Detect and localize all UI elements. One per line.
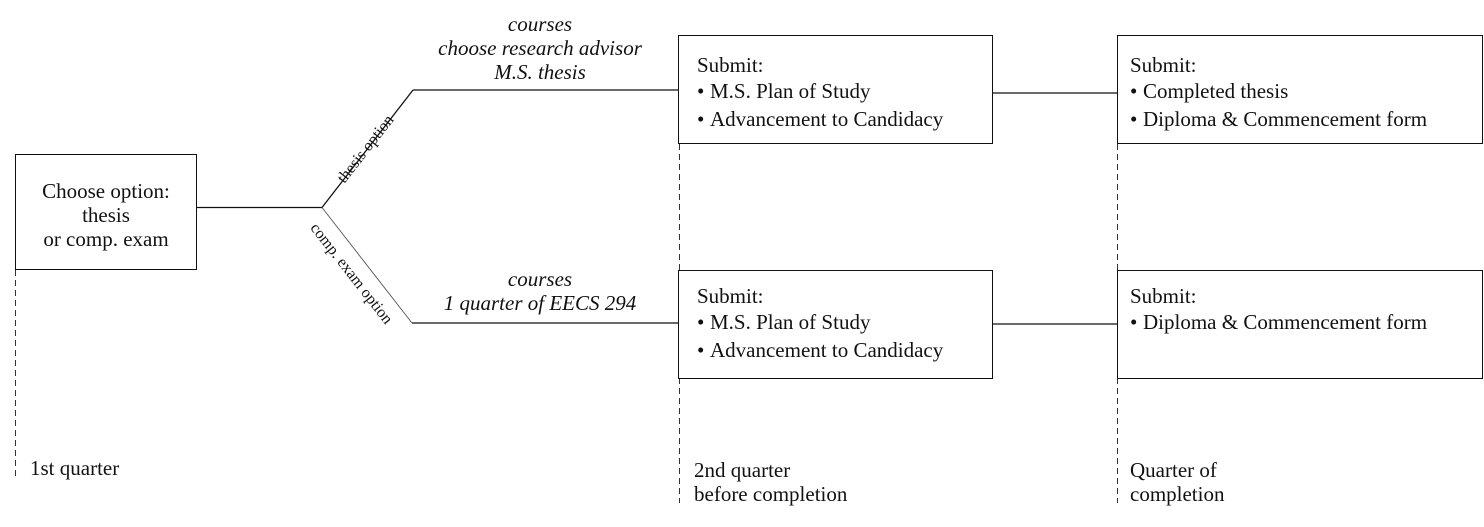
timeline-label-line: 1st quarter	[30, 456, 120, 480]
activity-line: courses	[507, 267, 573, 291]
box-title: Submit:	[1130, 284, 1197, 308]
timeline-label-completion: Quarter of completion	[1130, 458, 1224, 506]
timeline-label-line: before completion	[694, 482, 848, 506]
bullet-icon: •	[1130, 310, 1138, 334]
submit-item-label: Completed thesis	[1143, 79, 1289, 103]
submit-item: •Diploma & Commencement form	[1130, 310, 1482, 334]
timeline-label-line: Quarter of	[1130, 458, 1217, 482]
activity-line: courses	[507, 12, 573, 36]
submit-item-label: Diploma & Commencement form	[1143, 310, 1428, 334]
submit-item-label: M.S. Plan of Study	[710, 310, 871, 334]
exam-submit-completion-box: Submit: •Diploma & Commencement form	[1117, 270, 1483, 379]
submit-item: •Advancement to Candidacy	[697, 107, 992, 131]
activity-line: 1 quarter of EECS 294	[443, 291, 637, 315]
submit-item-label: Advancement to Candidacy	[710, 338, 944, 362]
activity-line: M.S. thesis	[494, 60, 586, 84]
start-box-line: or comp. exam	[43, 227, 169, 251]
bullet-icon: •	[1130, 79, 1138, 103]
box-title: Submit:	[697, 53, 764, 77]
submit-item-label: M.S. Plan of Study	[710, 79, 871, 103]
submit-item: •Advancement to Candidacy	[697, 338, 992, 362]
exam-branch-line	[321, 207, 413, 324]
submit-item-label: Advancement to Candidacy	[710, 107, 944, 131]
thesis-submit-completion-box: Submit: •Completed thesis •Diploma & Com…	[1117, 35, 1483, 144]
start-box-line: Choose option:	[42, 179, 170, 203]
start-box-line: thesis	[82, 203, 130, 227]
box-title: Submit:	[697, 284, 764, 308]
timeline-label-line: 2nd quarter	[694, 458, 791, 482]
bullet-icon: •	[697, 310, 705, 334]
bullet-icon: •	[697, 79, 705, 103]
thesis-submit-plan-box: Submit: •M.S. Plan of Study •Advancement…	[678, 35, 993, 144]
thesis-activities: courses choose research advisor M.S. the…	[415, 12, 665, 84]
timeline-label-2nd-quarter: 2nd quarter before completion	[694, 458, 847, 506]
bullet-icon: •	[697, 107, 705, 131]
activity-line: choose research advisor	[438, 36, 642, 60]
submit-item: •Completed thesis	[1130, 79, 1482, 103]
bullet-icon: •	[697, 338, 705, 362]
submit-item: •Diploma & Commencement form	[1130, 107, 1482, 131]
choose-option-box: Choose option: thesis or comp. exam	[15, 154, 197, 270]
box-title: Submit:	[1130, 53, 1197, 77]
exam-submit-plan-box: Submit: •M.S. Plan of Study •Advancement…	[678, 270, 993, 379]
submit-item: •M.S. Plan of Study	[697, 79, 992, 103]
timeline-label-line: completion	[1130, 482, 1225, 506]
bullet-icon: •	[1130, 107, 1138, 131]
timeline-label-1st-quarter: 1st quarter	[30, 456, 119, 480]
submit-item: •M.S. Plan of Study	[697, 310, 992, 334]
submit-item-label: Diploma & Commencement form	[1143, 107, 1428, 131]
thesis-branch-line	[321, 89, 414, 208]
exam-activities: courses 1 quarter of EECS 294	[415, 267, 665, 315]
